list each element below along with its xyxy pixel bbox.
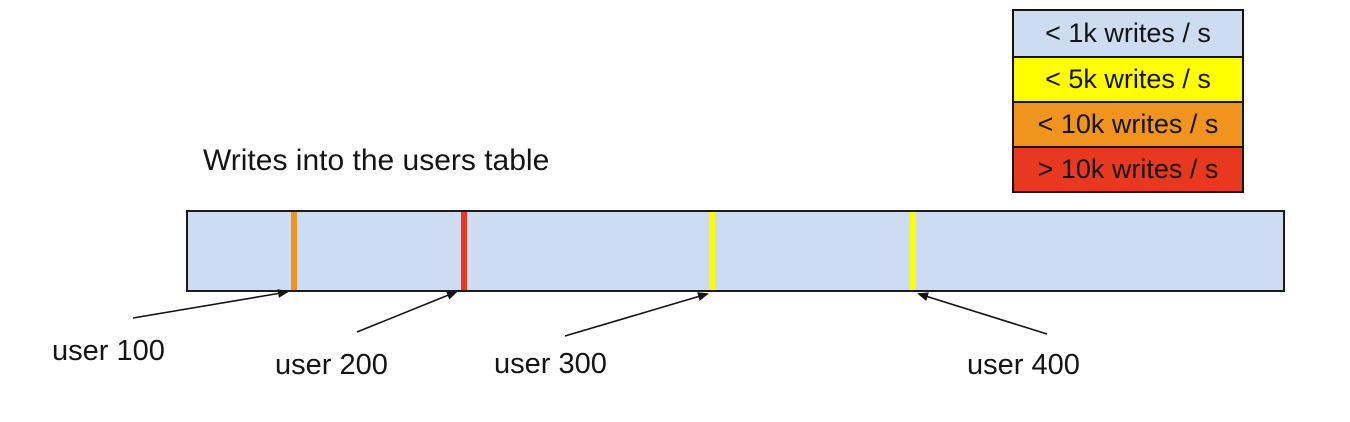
label-user-100: user 100	[52, 335, 165, 367]
write-marker-user-200	[461, 212, 467, 290]
write-marker-user-300	[709, 212, 715, 290]
write-marker-user-100	[291, 212, 297, 290]
label-user-200: user 200	[275, 349, 388, 381]
legend-item-lt-5k: < 5k writes / s	[1014, 56, 1242, 101]
arrow-user-200	[356, 291, 458, 333]
label-user-400: user 400	[967, 349, 1080, 381]
users-table-bar	[186, 210, 1285, 292]
legend-item-lt-1k-label: < 1k writes / s	[1045, 18, 1211, 48]
arrow-user-100	[132, 289, 289, 319]
arrow-user-300	[564, 292, 709, 337]
legend: < 1k writes / s < 5k writes / s < 10k wr…	[1012, 9, 1244, 193]
diagram-title: Writes into the users table	[203, 144, 550, 177]
legend-item-lt-5k-label: < 5k writes / s	[1045, 64, 1211, 94]
legend-item-gt-10k: > 10k writes / s	[1014, 146, 1242, 191]
legend-item-lt-10k: < 10k writes / s	[1014, 101, 1242, 146]
write-marker-user-400	[910, 212, 916, 290]
legend-item-gt-10k-label: > 10k writes / s	[1037, 154, 1219, 184]
label-user-300: user 300	[494, 348, 607, 380]
legend-item-lt-1k: < 1k writes / s	[1014, 11, 1242, 56]
arrow-user-400	[917, 292, 1048, 335]
legend-item-lt-10k-label: < 10k writes / s	[1037, 109, 1219, 139]
